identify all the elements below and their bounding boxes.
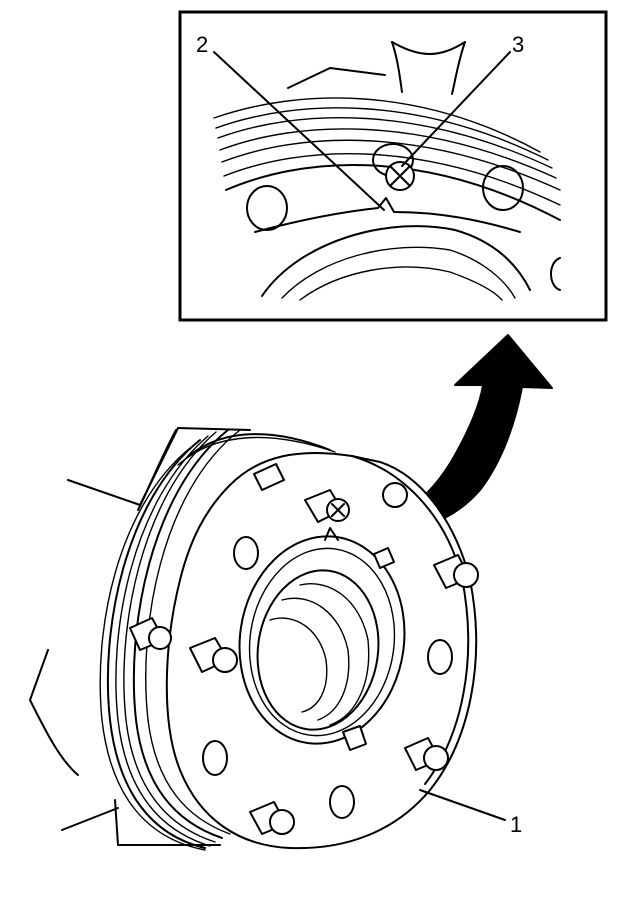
inset-artwork bbox=[213, 41, 561, 301]
wheel-stud bbox=[253, 463, 285, 491]
inset-bracket bbox=[391, 41, 466, 95]
leader-3 bbox=[401, 51, 511, 167]
wheel-stud bbox=[304, 489, 350, 523]
wheel-stud bbox=[189, 637, 238, 673]
hub-assembly bbox=[29, 427, 479, 851]
leader-2 bbox=[213, 51, 385, 211]
wheel-stud bbox=[373, 547, 395, 569]
bolt-hole bbox=[482, 165, 524, 211]
wheel-stud bbox=[249, 801, 295, 835]
callout-2: 2 bbox=[196, 32, 208, 57]
bolt-hole bbox=[329, 785, 355, 819]
bolt-hole bbox=[233, 536, 259, 570]
wheel-stud bbox=[129, 617, 172, 651]
wheel-stud bbox=[433, 554, 479, 589]
wheel-stud bbox=[404, 737, 449, 771]
bolt-hole bbox=[427, 639, 453, 675]
bolt-hole bbox=[202, 740, 228, 776]
callout-3: 3 bbox=[512, 32, 524, 57]
hub-bore-outer bbox=[238, 535, 406, 745]
leader-left bbox=[61, 807, 119, 831]
callout-1: 1 bbox=[510, 812, 522, 837]
leader-1 bbox=[419, 789, 506, 821]
backing-plate bbox=[106, 439, 206, 849]
detail-inset: 2 3 bbox=[178, 10, 608, 322]
bolt-hole bbox=[246, 185, 288, 231]
wheel-stud bbox=[342, 725, 367, 751]
bolt-hole bbox=[382, 482, 408, 508]
bolt-hole bbox=[550, 257, 561, 291]
flange-notch bbox=[254, 197, 521, 233]
